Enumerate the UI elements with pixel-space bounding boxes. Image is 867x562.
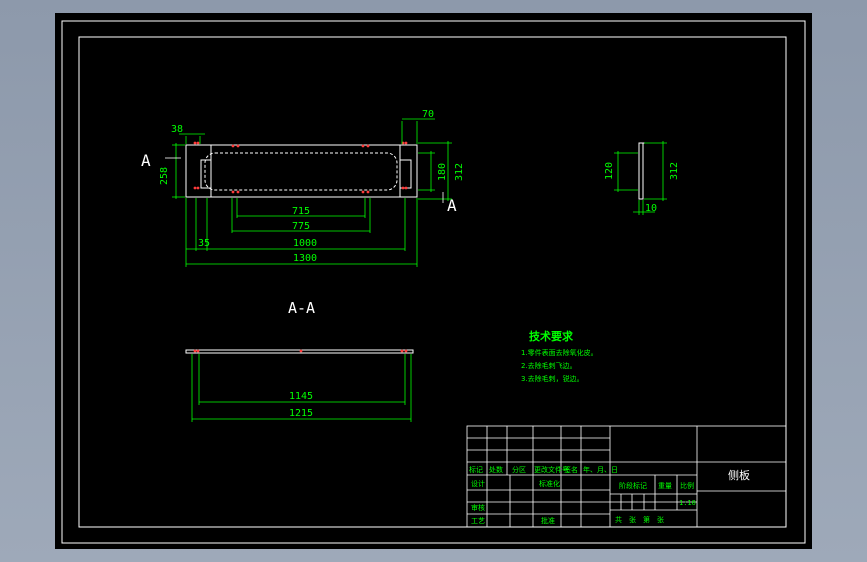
cad-viewport[interactable]: 38 70 258 180 312 715 775 35 1000 1300 A… — [55, 13, 812, 549]
dim-1300: 1300 — [293, 253, 317, 264]
dim-70: 70 — [422, 109, 434, 120]
top-dimension-lines — [172, 118, 452, 267]
side-dim-312: 312 — [669, 162, 680, 180]
dim-258: 258 — [159, 167, 170, 185]
dim-180: 180 — [437, 163, 448, 181]
tb-count: 处数 — [489, 465, 503, 474]
section-dim-1215: 1215 — [289, 408, 313, 419]
tb-sheets: 共 张 第 张 — [615, 515, 664, 524]
section-dim-1145: 1145 — [289, 391, 313, 402]
tech-req-item-1: 1.零件表面去除氧化皮。 — [521, 348, 598, 357]
tb-review: 审核 — [471, 503, 485, 512]
tb-date: 年、月、日 — [583, 465, 618, 474]
hole-marks — [193, 141, 408, 194]
section-plate — [185, 349, 414, 354]
dim-312: 312 — [454, 163, 465, 181]
section-title: A-A — [288, 299, 315, 317]
tb-scale-value: 1:10 — [679, 499, 696, 507]
tb-weight: 重量 — [658, 482, 672, 490]
drawing-sheet: 38 70 258 180 312 715 775 35 1000 1300 A… — [61, 20, 806, 544]
dim-715: 715 — [292, 206, 310, 217]
tb-standardization: 标准化 — [539, 479, 560, 488]
top-view: 38 70 258 180 312 715 775 35 1000 1300 A… — [141, 109, 465, 267]
title-block: 标记 处数 分区 更改文件号 签名 年、月、日 设计 标准化 审核 工艺 批准 … — [466, 425, 787, 528]
tb-design: 设计 — [471, 479, 485, 488]
side-view: 120 312 10 — [604, 141, 680, 215]
tb-change-doc: 更改文件号 — [534, 465, 569, 474]
inner-frame — [78, 36, 787, 528]
tech-req-item-2: 2.去除毛刺飞边。 — [521, 361, 577, 370]
tb-process: 工艺 — [471, 517, 485, 525]
side-plate — [638, 142, 644, 200]
tb-zone: 分区 — [512, 465, 526, 474]
slot-outline — [204, 152, 398, 191]
side-dim-120: 120 — [604, 162, 615, 180]
technical-requirements: 技术要求 1.零件表面去除氧化皮。 2.去除毛刺飞边。 3.去除毛刺，锐边。 — [521, 329, 598, 383]
tb-scale-label: 比例 — [680, 481, 694, 490]
tech-req-item-3: 3.去除毛刺，锐边。 — [521, 374, 584, 383]
dim-38: 38 — [171, 124, 183, 135]
section-view: A-A 1145 1215 — [185, 299, 414, 422]
dim-1000: 1000 — [293, 238, 317, 249]
dim-35: 35 — [198, 238, 210, 249]
section-markers: A A — [141, 151, 457, 215]
tb-stage-mark: 阶段标记 — [619, 481, 647, 490]
tb-approve: 批准 — [541, 516, 555, 525]
dim-775: 775 — [292, 221, 310, 232]
tech-req-title: 技术要求 — [529, 329, 574, 343]
tb-marks: 标记 — [469, 465, 483, 474]
side-dim-10: 10 — [645, 203, 657, 214]
section-marker-left: A — [141, 151, 151, 170]
section-marker-right: A — [447, 196, 457, 215]
tb-part-name: 侧板 — [728, 468, 750, 482]
tb-signature: 签名 — [564, 465, 578, 474]
outer-frame — [61, 20, 806, 544]
plate-outline — [185, 144, 418, 198]
